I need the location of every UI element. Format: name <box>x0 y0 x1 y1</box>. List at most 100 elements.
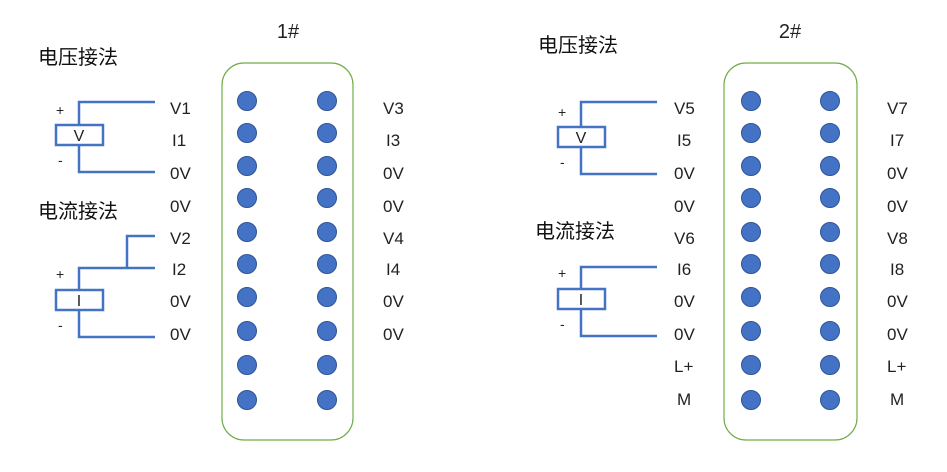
board-1-terminal-pin <box>317 188 337 208</box>
board-1-current-wiring: I + - <box>54 234 155 339</box>
board-2-left-label: L+ <box>674 357 693 376</box>
board-2-terminal-pin <box>820 254 840 274</box>
board-2-left-label: I6 <box>677 260 691 279</box>
board-2-right-label: I7 <box>890 131 904 150</box>
board-2-right-label: 0V <box>887 325 908 344</box>
board-1-terminal-pin <box>237 156 257 176</box>
board-1-group: 1# 电压接法 电流接法 V1 I1 0V 0V V2 I2 0V 0V V3 … <box>38 21 404 441</box>
board-2-terminal-pin <box>820 188 840 208</box>
board-1-voltage-minus-wire <box>77 145 155 174</box>
board-2-current-minus-sign: - <box>560 316 565 332</box>
board-2-voltage-plus-wire <box>579 100 657 127</box>
board-1-voltage-title: 电压接法 <box>38 45 118 69</box>
board-1-voltage-minus-sign: - <box>58 152 63 168</box>
board-2-voltage-minus-sign: - <box>560 154 565 170</box>
board-2-terminal-pin <box>741 355 761 375</box>
board-2-right-label: M <box>890 390 904 409</box>
board-2-terminal-pin <box>820 156 840 176</box>
board-2-terminal-pin <box>741 188 761 208</box>
board-2-terminal-pin <box>741 321 761 341</box>
board-1-terminal-pin <box>237 254 257 274</box>
board-2-right-label: I8 <box>890 260 904 279</box>
board-2-terminal-pin <box>741 254 761 274</box>
board-2-current-wiring: I + - <box>556 265 657 338</box>
board-2-voltage-meter-label: V <box>576 130 587 147</box>
board-2-terminal-pin <box>820 123 840 143</box>
board-2-left-label: I5 <box>677 131 691 150</box>
board-2-group: 2# 电压接法 电流接法 V5 I5 0V 0V V6 I6 0V 0V L+ … <box>535 21 908 441</box>
board-2-terminal-pin <box>820 91 840 111</box>
board-1-left-label: 0V <box>170 325 191 344</box>
board-1-left-label: I1 <box>172 131 186 150</box>
board-2-right-label: 0V <box>887 197 908 216</box>
board-2-pins <box>741 91 840 410</box>
board-2-current-title: 电流接法 <box>535 219 615 243</box>
board-2-terminal-pin <box>820 390 840 410</box>
board-2-terminal-pin <box>741 222 761 242</box>
board-2-terminal-pin <box>741 390 761 410</box>
board-2-right-label: V7 <box>887 99 908 118</box>
board-1-left-label: 0V <box>170 292 191 311</box>
board-2-terminal-pin <box>741 123 761 143</box>
board-2-left-label: V6 <box>674 229 695 248</box>
board-1-right-label: V3 <box>383 99 404 118</box>
board-1-terminal-pin <box>237 287 257 307</box>
board-2-terminal-pin <box>741 287 761 307</box>
board-2-left-label: 0V <box>674 197 695 216</box>
board-1-right-label: 0V <box>383 197 404 216</box>
board-2-terminal-pin <box>741 91 761 111</box>
board-2-left-label: 0V <box>674 164 695 183</box>
board-1-terminal-pin <box>237 321 257 341</box>
board-1-pins <box>237 91 337 410</box>
board-1-current-plus-wire <box>77 266 155 290</box>
board-2-outline <box>723 62 858 441</box>
board-2-current-meter-label: I <box>579 292 583 309</box>
board-1-voltage-plus-sign: + <box>56 102 64 118</box>
board-1-terminal-pin <box>317 91 337 111</box>
board-1-terminal-pin <box>237 123 257 143</box>
board-2-right-label: 0V <box>887 164 908 183</box>
board-2-terminal-pin <box>820 222 840 242</box>
board-1-current-minus-wire <box>77 310 155 339</box>
board-1-left-label: 0V <box>170 197 191 216</box>
board-2-title: 2# <box>779 21 802 43</box>
board-2-left-label: 0V <box>674 325 695 344</box>
board-2-voltage-title: 电压接法 <box>538 33 618 57</box>
board-1-current-meter-label: I <box>77 293 81 310</box>
board-1-terminal-pin <box>237 390 257 410</box>
board-2-voltage-minus-wire <box>579 147 657 176</box>
board-1-right-label: 0V <box>383 164 404 183</box>
board-1-terminal-pin <box>317 222 337 242</box>
board-1-terminal-pin <box>317 355 337 375</box>
board-2-current-plus-wire <box>579 265 657 289</box>
board-1-right-label: 0V <box>383 292 404 311</box>
board-2-right-label: L+ <box>887 357 906 376</box>
board-2-voltage-plus-sign: + <box>558 104 566 120</box>
board-1-outline <box>221 62 354 441</box>
board-1-terminal-pin <box>317 287 337 307</box>
board-1-right-label: I3 <box>386 131 400 150</box>
board-1-voltage-meter-label: V <box>74 128 85 145</box>
board-2-left-label: 0V <box>674 292 695 311</box>
board-1-terminal-pin <box>237 188 257 208</box>
board-1-voltage-wiring: V + - <box>54 100 155 174</box>
board-1-title: 1# <box>277 21 300 43</box>
board-1-left-label: 0V <box>170 164 191 183</box>
board-1-terminal-pin <box>237 222 257 242</box>
board-1-current-title: 电流接法 <box>38 199 118 223</box>
board-1-right-label: 0V <box>383 325 404 344</box>
board-2-terminal-pin <box>820 355 840 375</box>
board-2-current-plus-sign: + <box>558 265 566 281</box>
board-1-terminal-pin <box>317 390 337 410</box>
board-1-terminal-pin <box>317 156 337 176</box>
board-1-right-label: I4 <box>386 260 400 279</box>
board-1-left-label: I2 <box>172 260 186 279</box>
board-2-terminal-pin <box>820 287 840 307</box>
board-1-current-minus-sign: - <box>58 317 63 333</box>
board-1-terminal-pin <box>317 123 337 143</box>
board-1-right-label: V4 <box>383 229 404 248</box>
board-2-voltage-wiring: V + - <box>556 100 657 176</box>
board-2-left-label: V5 <box>674 99 695 118</box>
board-1-current-plus-sign: + <box>56 266 64 282</box>
